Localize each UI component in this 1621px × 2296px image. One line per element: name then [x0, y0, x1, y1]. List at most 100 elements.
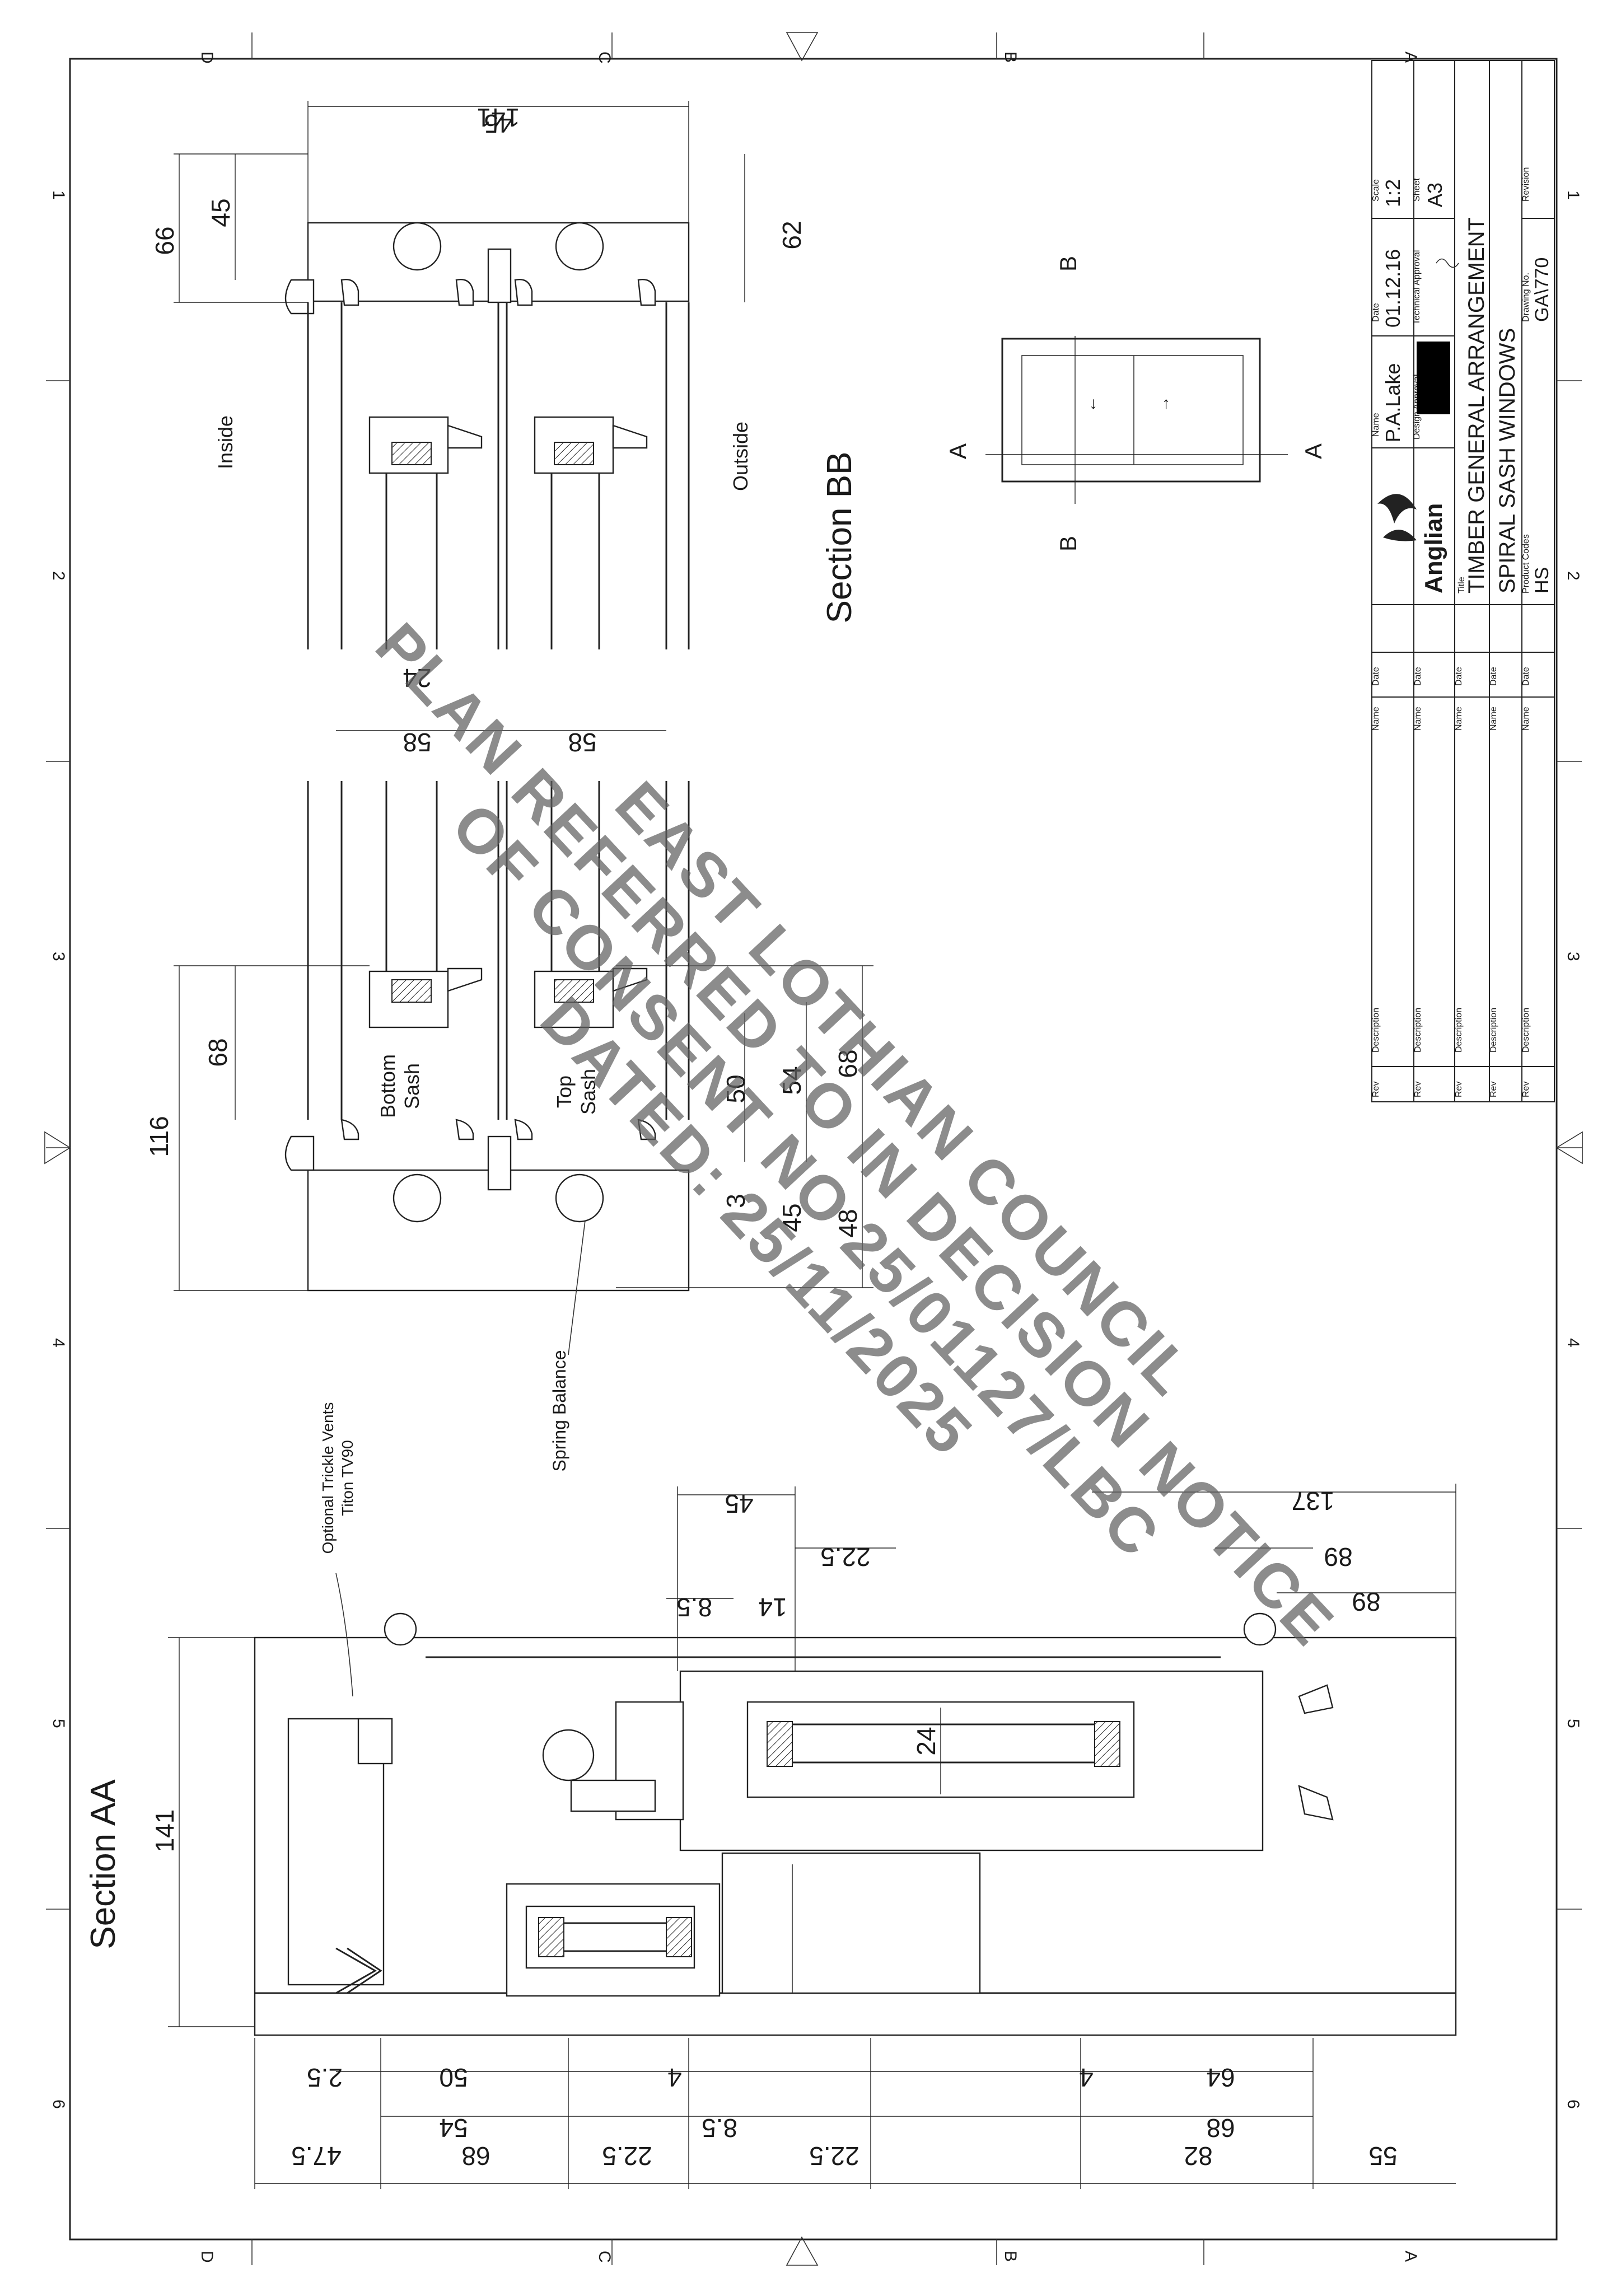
aa-trickle-vent-note-1: Optional Trickle Vents	[319, 1402, 337, 1554]
aa-dim-4-a: 4	[667, 2063, 682, 2092]
border-row-right-6: 6	[1564, 2099, 1582, 2109]
border-row-left-3: 3	[49, 952, 68, 961]
aa-dim-top-89-a: 89	[1324, 1542, 1352, 1572]
tb-rev-row-5-rev: Rev	[1521, 1082, 1531, 1097]
tb-date-label: Date	[1371, 303, 1381, 322]
aa-dim-bottom-68: 68	[461, 2141, 490, 2171]
border-row-left-5: 5	[49, 1719, 68, 1728]
title-block: Scale 1:2 Sheet A3 Date 01.12.16 Technic…	[1371, 60, 1555, 1102]
bb-dim-54: 54	[777, 1066, 806, 1095]
centre-mark-right	[1555, 1131, 1583, 1165]
aa-dim-overall: 141	[150, 1809, 179, 1853]
tb-design-approval-redaction	[1417, 342, 1450, 414]
tb-product-codes-label: Product Codes	[1521, 534, 1531, 593]
section-bb-frame-lower	[284, 781, 690, 1292]
aa-dim-top-89-b: 89	[1352, 1587, 1380, 1616]
tb-rev-row-4-description: Description	[1489, 1008, 1498, 1053]
key-plan-label-b-top: B	[1055, 256, 1081, 272]
bb-dim-66: 66	[150, 226, 179, 255]
tb-rev-row-1-date: Date	[1371, 667, 1381, 686]
border-col-bottom-a: A	[1402, 2251, 1420, 2262]
aa-dim-bottom-82: 82	[1184, 2141, 1212, 2171]
aa-dim-glass-24: 24	[912, 1727, 941, 1755]
border-col-top-b: B	[1001, 52, 1020, 63]
aa-dim-8-5-lower: 8.5	[702, 2113, 737, 2143]
tb-drawing-no-label: Drawing No.	[1521, 273, 1531, 322]
anglian-logo: Anglian	[1377, 494, 1447, 593]
centre-mark-bottom	[786, 2236, 819, 2266]
bb-dim-50: 50	[721, 1074, 750, 1103]
bb-dim-overall: 141	[477, 103, 520, 132]
bb-dim-48: 48	[833, 1209, 862, 1237]
aa-dim-top-45: 45	[725, 1489, 753, 1518]
bb-dim-68-left: 68	[203, 1038, 232, 1067]
aa-trickle-vent-note-2: Titon TV90	[339, 1440, 356, 1516]
border-row-right-3: 3	[1564, 952, 1582, 961]
section-aa-title: Section AA	[84, 1779, 123, 1949]
bb-dim-58-b: 58	[568, 728, 596, 757]
key-plan-arrow-down: ↓	[1089, 394, 1097, 413]
tb-rev-row-4-name: Name	[1489, 707, 1498, 731]
tb-revision-label: Revision	[1521, 167, 1531, 202]
section-aa: 141 Section AA 47.5 68 22.5 22.5 82 55 2…	[84, 1402, 1457, 2189]
aa-dim-top-137: 137	[1292, 1486, 1335, 1516]
section-bb-frame	[284, 222, 690, 649]
section-bb-title: Section BB	[820, 452, 859, 624]
aa-dim-top-8-5: 8.5	[676, 1593, 712, 1622]
border-row-right-5: 5	[1564, 1719, 1582, 1728]
border-row-left-4: 4	[49, 1338, 68, 1348]
tb-rev-row-1-rev: Rev	[1371, 1082, 1381, 1097]
aa-dim-bottom-55: 55	[1368, 2141, 1397, 2171]
border-row-right-1: 1	[1564, 190, 1582, 200]
border-col-bottom-d: D	[198, 2251, 216, 2263]
key-plan-frame-outer	[1001, 338, 1261, 483]
tb-rev-row-2-description: Description	[1413, 1008, 1423, 1053]
bb-label-outside: Outside	[729, 422, 752, 491]
bb-label-bottom-sash-1: Bottom	[376, 1054, 399, 1118]
bb-dim-45-lower: 45	[777, 1203, 806, 1232]
tb-rev-row-2-rev: Rev	[1413, 1082, 1423, 1097]
border-row-right-4: 4	[1564, 1338, 1582, 1348]
tb-sheet-label: Sheet	[1412, 178, 1422, 202]
tb-title-line-1: TIMBER GENERAL ARRANGEMENT	[1464, 217, 1489, 593]
border-ticks	[46, 32, 1582, 2265]
aa-dim-bottom-22-5-b: 22.5	[809, 2141, 859, 2171]
tb-rev-row-3-date: Date	[1454, 667, 1464, 686]
tb-rev-row-1-description: Description	[1371, 1008, 1381, 1053]
border-row-left-2: 2	[49, 571, 68, 581]
bb-dim-62: 62	[777, 221, 806, 249]
tb-rev-row-3-rev: Rev	[1454, 1082, 1464, 1097]
border-row-left-1: 1	[49, 190, 68, 200]
tb-rev-row-3-name: Name	[1454, 707, 1464, 731]
centre-mark-top	[786, 32, 819, 62]
tb-name-value: P.A.Lake	[1381, 363, 1404, 442]
tb-product-codes-value: HS	[1531, 567, 1553, 593]
border-row-right-2: 2	[1564, 571, 1582, 581]
bb-dim-68-right: 68	[833, 1049, 862, 1078]
aa-dim-50: 50	[439, 2063, 468, 2092]
aa-dim-68: 68	[1206, 2113, 1235, 2143]
tb-rev-row-2-name: Name	[1413, 707, 1423, 731]
border-row-left-6: 6	[49, 2099, 68, 2109]
tb-rev-row-4-rev: Rev	[1489, 1082, 1498, 1097]
bb-label-top-sash-1: Top	[553, 1075, 576, 1108]
tb-title-label: Title	[1457, 577, 1466, 593]
tb-date-value: 01.12.16	[1381, 249, 1404, 328]
section-bb: 45 141 66 45 62 58 58 24 116 68	[144, 101, 873, 1472]
tb-sheet-value: A3	[1423, 183, 1446, 207]
council-stamp: EAST LOTHIAN COUNCIL PLAN REFERRED TO IN…	[362, 610, 1348, 1659]
aa-dim-54: 54	[439, 2113, 468, 2143]
aa-dim-bottom-22-5-a: 22.5	[602, 2141, 652, 2171]
aa-dim-top-14: 14	[758, 1593, 787, 1622]
key-plan-arrow-up: ↑	[1162, 394, 1170, 413]
aa-dim-2-5: 2.5	[307, 2063, 343, 2092]
anglian-logo-text: Anglian	[1420, 503, 1447, 593]
sheet-border	[69, 58, 1558, 2241]
section-bb-dimensions: 45 141 66 45 62 58 58 24 116 68	[144, 101, 873, 1291]
bb-dim-58-a: 58	[403, 728, 431, 757]
bb-dim-24: 24	[403, 663, 431, 693]
section-aa-dimensions: 141 Section AA 47.5 68 22.5 22.5 82 55 2…	[84, 1484, 1456, 2189]
tb-name-label: Name	[1371, 413, 1381, 437]
tb-rev-row-5-date: Date	[1521, 667, 1531, 686]
